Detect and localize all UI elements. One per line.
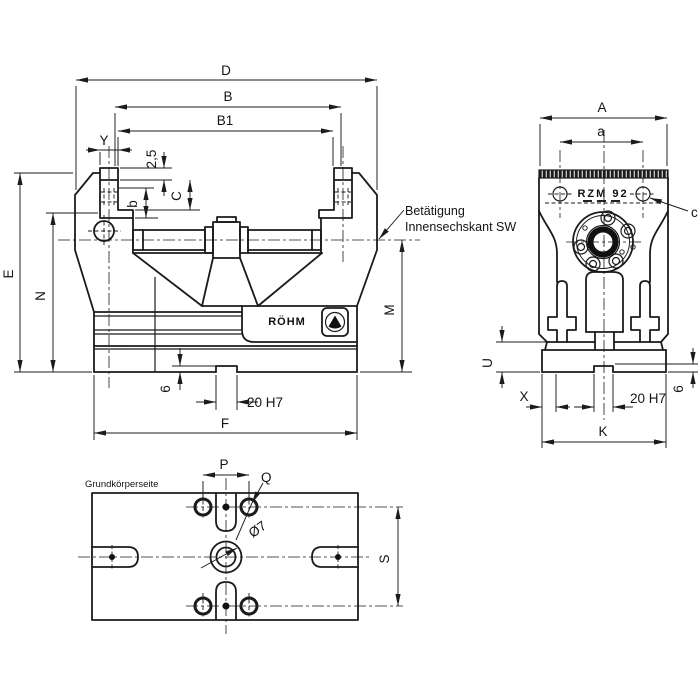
bottom-centerlines — [78, 478, 403, 634]
dim-label-slot-depth-side: 6 — [671, 385, 686, 393]
dim-label-c: c — [691, 205, 698, 220]
dim-label-U: U — [480, 358, 495, 368]
dim-label-K: K — [598, 424, 607, 439]
side-dimensions: A a c U X 20 H7 — [480, 100, 698, 448]
dim-label-slot-width-side: 20 H7 — [630, 391, 666, 406]
dim-label-Q: Q — [261, 470, 272, 485]
dim-label-F: F — [221, 416, 229, 431]
dim-label-E: E — [1, 269, 16, 278]
dim-label-a: a — [597, 124, 605, 139]
stamp-fine-print — [583, 200, 620, 202]
dim-label-slot-width-front: 20 H7 — [247, 395, 283, 410]
front-view: D B B1 Y 2,5 C — [1, 63, 516, 440]
dim-label-C: C — [169, 191, 184, 201]
dim-label-P: P — [219, 457, 228, 472]
bottom-outline — [91, 492, 359, 621]
dim-label-M: M — [382, 304, 397, 315]
front-hidden-holes — [101, 188, 351, 206]
triangle-mark-circle — [324, 311, 346, 333]
dim-label-B: B — [223, 89, 232, 104]
front-body-outline — [74, 167, 378, 373]
triangle-mark-frame — [321, 307, 349, 337]
dim-label-B1: B1 — [217, 113, 234, 128]
front-dimensions: D B B1 Y 2,5 C — [1, 63, 516, 440]
bottom-view: Grundkörperseite — [78, 457, 403, 634]
roehm-triangle-icon — [328, 315, 342, 329]
serrated-jaw-strip — [538, 169, 669, 179]
front-body-middle — [132, 252, 358, 372]
actuation-note-line1: Betätigung — [405, 204, 465, 218]
center-bore — [209, 540, 243, 574]
mount-holes — [109, 497, 341, 616]
jaw-stamp-text: RZM 92 — [577, 188, 628, 200]
dim-label-pitch: 2,5 — [144, 150, 159, 169]
dim-label-hole-dia: Ø7 — [246, 518, 269, 541]
dim-label-S: S — [377, 554, 392, 563]
dim-label-D: D — [221, 63, 231, 78]
jaw-mount-hole-left — [552, 186, 568, 202]
dim-label-b: b — [125, 200, 140, 208]
dim-label-Y: Y — [99, 133, 108, 148]
dim-label-N: N — [33, 291, 48, 301]
side-body-outline — [538, 169, 669, 373]
dim-label-A: A — [597, 100, 606, 115]
roehm-logo: RÖHM — [268, 315, 306, 328]
dim-label-slot-depth-front: 6 — [158, 385, 173, 393]
front-housing-block — [241, 305, 358, 343]
dim-label-X: X — [519, 389, 528, 404]
side-view: RZM 92 A a c U X — [480, 100, 698, 448]
bottom-view-caption: Grundkörperseite — [85, 479, 158, 490]
front-base — [93, 311, 358, 373]
front-spindle — [132, 216, 322, 259]
actuation-note-line2: Innensechskant SW — [405, 220, 516, 234]
